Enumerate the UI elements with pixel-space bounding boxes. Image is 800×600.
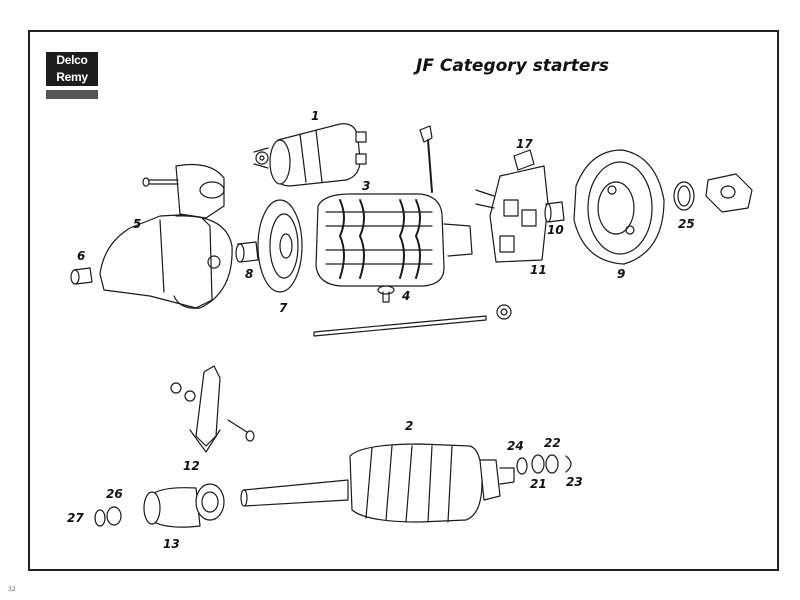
callout-11: 11 xyxy=(530,263,547,277)
callout-27: 27 xyxy=(67,511,84,525)
end-flange xyxy=(705,173,753,213)
page-title: JF Category starters xyxy=(416,56,609,76)
callout-13: 13 xyxy=(163,537,180,551)
callout-23: 23 xyxy=(566,475,583,489)
callout-2: 2 xyxy=(405,419,414,433)
parts-21-24-washers xyxy=(516,454,572,475)
page-frame xyxy=(28,30,779,571)
logo-text-delco: Delco xyxy=(46,52,98,69)
callout-7: 7 xyxy=(279,301,288,315)
part-9-end-cap xyxy=(573,149,665,265)
logo-bar xyxy=(46,90,98,99)
parts-26-27-retainers xyxy=(94,506,122,527)
delco-remy-logo: Delco Remy xyxy=(46,52,98,102)
page-number: 32 xyxy=(8,586,16,593)
part-25-oring xyxy=(673,181,695,211)
part-1-solenoid xyxy=(253,123,367,187)
callout-1: 1 xyxy=(311,109,320,123)
part-5-drive-end-housing xyxy=(99,163,233,309)
part-10-bushing xyxy=(544,201,565,223)
part-3-frame-field-coils xyxy=(315,125,473,287)
callout-4: 4 xyxy=(402,289,411,303)
callout-5: 5 xyxy=(133,217,142,231)
part-2-armature xyxy=(240,443,515,523)
part-13-drive-pinion xyxy=(143,483,225,528)
through-bolt xyxy=(313,304,512,337)
callout-12: 12 xyxy=(183,459,200,473)
callout-26: 26 xyxy=(106,487,123,501)
logo-text-remy: Remy xyxy=(46,69,98,86)
part-17-brush-holder xyxy=(475,149,549,263)
part-12-shift-lever xyxy=(170,365,255,453)
callout-9: 9 xyxy=(617,267,626,281)
callout-6: 6 xyxy=(77,249,86,263)
part-4-screw xyxy=(377,285,395,303)
callout-22: 22 xyxy=(544,436,561,450)
part-8-bushing xyxy=(235,241,259,263)
callout-25: 25 xyxy=(678,217,695,231)
callout-8: 8 xyxy=(245,267,254,281)
callout-24: 24 xyxy=(507,439,524,453)
part-7-plate xyxy=(257,199,303,293)
callout-17: 17 xyxy=(516,137,533,151)
callout-3: 3 xyxy=(362,179,371,193)
callout-21: 21 xyxy=(530,477,547,491)
part-6-bushing xyxy=(70,267,93,285)
callout-10: 10 xyxy=(547,223,564,237)
